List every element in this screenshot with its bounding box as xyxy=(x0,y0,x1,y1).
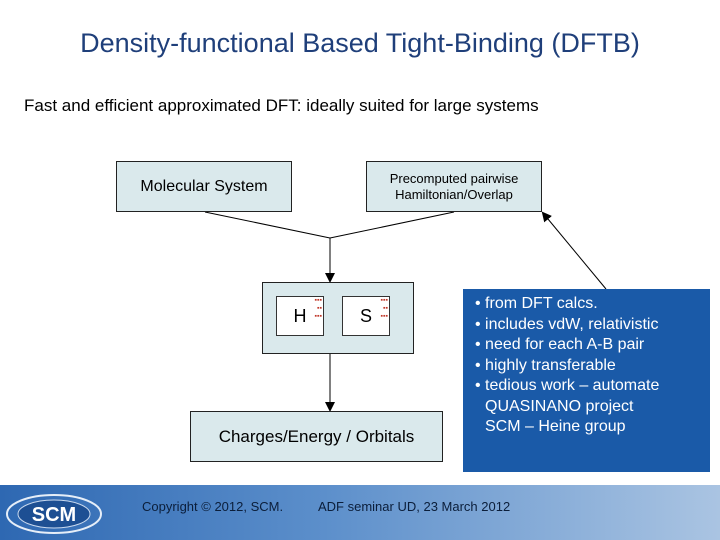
line-precomputed-to-merge xyxy=(330,212,454,238)
precomputed-label-line1: Precomputed pairwise xyxy=(390,171,519,187)
properties-panel: • from DFT calcs. • includes vdW, relati… xyxy=(463,289,710,472)
precomputed-box: Precomputed pairwise Hamiltonian/Overlap xyxy=(366,161,542,212)
property-item: • tedious work – automate xyxy=(475,376,706,397)
property-item: • includes vdW, relativistic xyxy=(475,315,706,336)
molecular-system-label: Molecular System xyxy=(140,178,267,196)
scm-logo-text: SCM xyxy=(32,504,76,526)
footer-copyright: Copyright © 2012, SCM. xyxy=(142,499,283,514)
h-matrix: ▪▪▪▪▪▪▪▪ H xyxy=(276,296,324,336)
footer-event: ADF seminar UD, 23 March 2012 xyxy=(318,499,510,514)
precomputed-label-line2: Hamiltonian/Overlap xyxy=(395,187,513,203)
s-label: S xyxy=(343,297,389,335)
hamiltonian-overlap-box: ▪▪▪▪▪▪▪▪ H ▪▪▪▪▪▪▪▪ S xyxy=(262,282,414,354)
line-molecular-to-merge xyxy=(205,212,330,238)
property-item: • from DFT calcs. xyxy=(475,294,706,315)
output-label: Charges/Energy / Orbitals xyxy=(219,427,415,447)
footer-bar: Copyright © 2012, SCM. ADF seminar UD, 2… xyxy=(0,485,720,540)
arrow-properties-to-precomputed xyxy=(543,213,606,289)
s-matrix: ▪▪▪▪▪▪▪▪ S xyxy=(342,296,390,336)
scm-logo: SCM xyxy=(4,493,104,535)
molecular-system-box: Molecular System xyxy=(116,161,292,212)
h-label: H xyxy=(277,297,323,335)
property-item: • highly transferable xyxy=(475,356,706,377)
output-box: Charges/Energy / Orbitals xyxy=(190,411,443,462)
property-continuation: QUASINANO project xyxy=(475,397,706,418)
property-continuation: SCM – Heine group xyxy=(475,417,706,438)
property-item: • need for each A-B pair xyxy=(475,335,706,356)
